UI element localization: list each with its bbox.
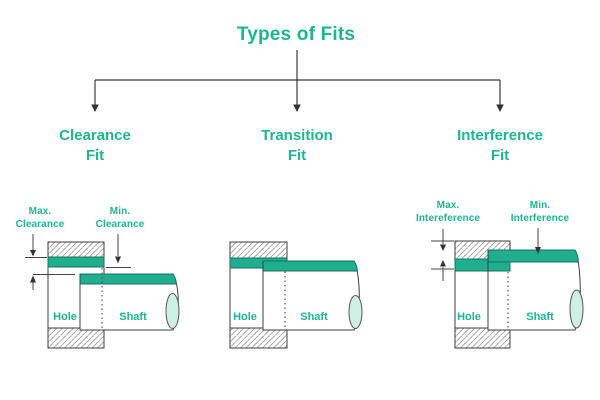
page-title: Types of Fits [236, 24, 356, 45]
max-clearance-arrows [30, 250, 36, 283]
min-clearance-dimension [106, 234, 131, 268]
shaft-label: Shaft [119, 311, 147, 323]
arrow-down-icon [91, 104, 99, 112]
hole-label: Hole [457, 311, 481, 323]
arrow-down-icon [115, 256, 121, 264]
hole-hatch-top [229, 241, 288, 259]
shaft-end-ellipse [348, 295, 363, 329]
tree-arrowheads [91, 104, 504, 112]
arrow-down-icon [440, 244, 446, 251]
max-clearance-dimension [25, 234, 75, 290]
arrow-up-icon [30, 275, 36, 283]
clearance-fit-drawing [25, 234, 180, 349]
arrow-down-icon [30, 250, 36, 257]
dim-line1: Min. [109, 206, 131, 217]
max-interference-dimension [431, 229, 454, 281]
hole-hatch-bottom [47, 327, 105, 349]
max-interference-arrows [440, 244, 446, 267]
shaft-label: Shaft [300, 311, 328, 323]
hole-hatch-bottom [229, 327, 288, 349]
branch-name: Clearance [59, 127, 131, 144]
branch-label-clearance-fit: Clearance Fit [35, 126, 155, 166]
dim-line1: Max. [436, 200, 460, 211]
branch-label-transition-fit: Transition Fit [237, 126, 357, 166]
branch-sub: Fit [490, 147, 510, 164]
hole-hatch-bottom [454, 327, 511, 349]
hole-label: Hole [53, 311, 77, 323]
shaft-label: Shaft [526, 311, 554, 323]
branch-label-interference-fit: Interference Fit [440, 126, 560, 166]
shaft-tolerance-band [487, 249, 580, 263]
dim-line2: Intereference [415, 212, 481, 224]
transition-fit-drawing [229, 241, 363, 349]
branch-sub: Fit [287, 147, 307, 164]
arrow-up-icon [440, 260, 446, 267]
arrow-down-icon [496, 104, 504, 112]
hole-label: Hole [233, 311, 257, 323]
dim-line2: Clearance [95, 218, 145, 230]
min-clearance-label: Min. Clearance [80, 206, 160, 231]
interference-fit-drawing [431, 228, 584, 349]
tree-connector [94, 50, 501, 106]
shaft-tolerance-band [262, 260, 359, 272]
min-interference-label: Min. Interference [498, 200, 582, 225]
dim-line1: Min. [529, 200, 551, 211]
branch-name: Interference [457, 127, 543, 144]
branch-name: Transition [261, 127, 333, 144]
shaft-tolerance-band [79, 273, 178, 285]
arrow-down-icon [535, 247, 541, 254]
shaft-end-ellipse [569, 289, 584, 329]
shaft-end-ellipse [165, 293, 180, 329]
arrow-down-icon [293, 104, 301, 112]
dim-line2: Interference [510, 212, 570, 224]
max-interference-label: Max. Intereference [406, 200, 490, 225]
max-clearance-label: Max. Clearance [0, 206, 80, 231]
branch-sub: Fit [85, 147, 105, 164]
hole-tolerance-band [47, 256, 105, 268]
hole-hatch-top [47, 241, 105, 258]
dim-line2: Clearance [15, 218, 65, 230]
dim-line1: Max. [28, 206, 52, 217]
